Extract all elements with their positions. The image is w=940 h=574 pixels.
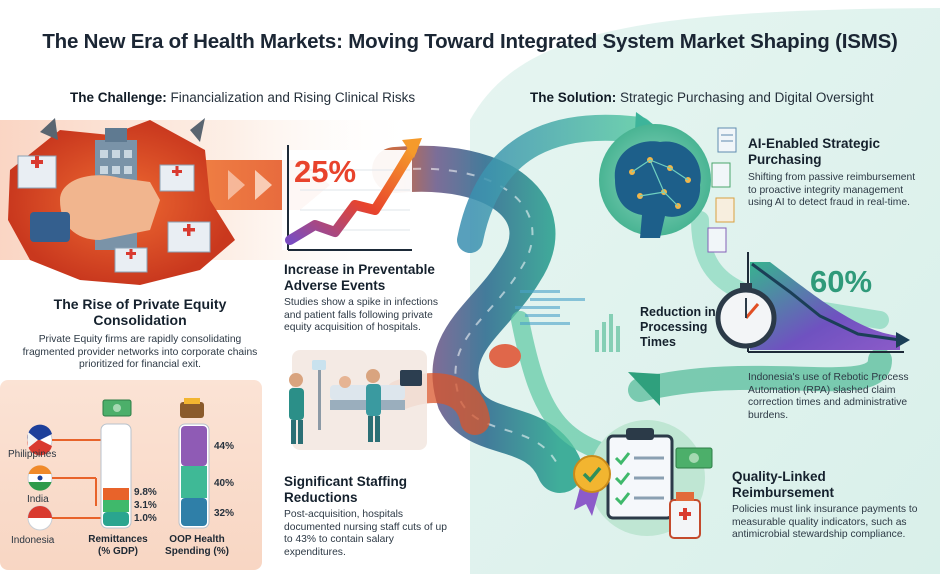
- processing-percent: 60%: [810, 264, 873, 299]
- solution-subtitle: The Solution: Strategic Purchasing and D…: [530, 90, 874, 105]
- wallet-icon: [180, 398, 204, 418]
- solution-lead: The Solution:: [530, 90, 617, 105]
- brain-icon: [489, 344, 521, 368]
- adverse-events-body: Studies show a spike in infections and p…: [284, 297, 438, 333]
- money-icon: [102, 399, 132, 417]
- processing-body: Indonesia's use of Rebotic Process Autom…: [748, 372, 909, 421]
- flag-icon: [27, 424, 53, 456]
- challenge-lead: The Challenge:: [70, 90, 167, 105]
- remittance-value: 9.8%: [134, 487, 157, 498]
- money-icon: [675, 447, 713, 469]
- remittances-label: Remittances (% GDP): [88, 534, 148, 557]
- country-label: Indonesia: [11, 535, 55, 546]
- ai-purchasing-body: Shifting from passive reimbursement to p…: [748, 172, 916, 208]
- private-equity-heading: The Rise of Private Equity Consolidation: [53, 296, 227, 328]
- hospital-icon: [17, 155, 57, 189]
- page-title: The New Era of Health Markets: Moving To…: [42, 30, 898, 53]
- adverse-events-percent: 25%: [294, 154, 357, 189]
- challenge-text: Financialization and Rising Clinical Ris…: [170, 90, 416, 105]
- oop-value: 40%: [214, 478, 235, 489]
- remittance-value: 1.0%: [134, 513, 157, 524]
- ai-purchasing-heading: AI-Enabled Strategic Purchasing: [748, 136, 881, 167]
- oop-value: 32%: [214, 508, 235, 519]
- country-label: India: [27, 494, 49, 505]
- hand-grip-icon: [60, 175, 160, 240]
- stopwatch-icon: [715, 283, 777, 349]
- adverse-events-heading: Increase in Preventable Adverse Events: [284, 262, 435, 293]
- quality-heading: Quality-Linked Reimbursement: [732, 469, 835, 500]
- staffing-body: Post-acquisition, hospitals documented n…: [284, 509, 447, 558]
- processing-heading: Reduction in Processing Times: [640, 305, 716, 349]
- quality-body: Policies must link insurance payments to…: [732, 504, 918, 540]
- ribbon-badge-icon: [573, 455, 611, 516]
- challenge-subtitle: The Challenge: Financialization and Risi…: [70, 90, 415, 105]
- remittance-value: 3.1%: [134, 500, 157, 511]
- oop-label: OOP Health Spending (%): [165, 534, 229, 557]
- document-icon: [717, 127, 737, 153]
- solution-text: Strategic Purchasing and Digital Oversig…: [620, 90, 874, 105]
- oop-value: 44%: [214, 441, 235, 452]
- private-equity-body: Private Equity firms are rapidly consoli…: [22, 334, 258, 370]
- country-label: Philippines: [8, 449, 57, 460]
- clipboard-icon: [606, 428, 674, 520]
- staffing-heading: Significant Staffing Reductions: [284, 474, 407, 505]
